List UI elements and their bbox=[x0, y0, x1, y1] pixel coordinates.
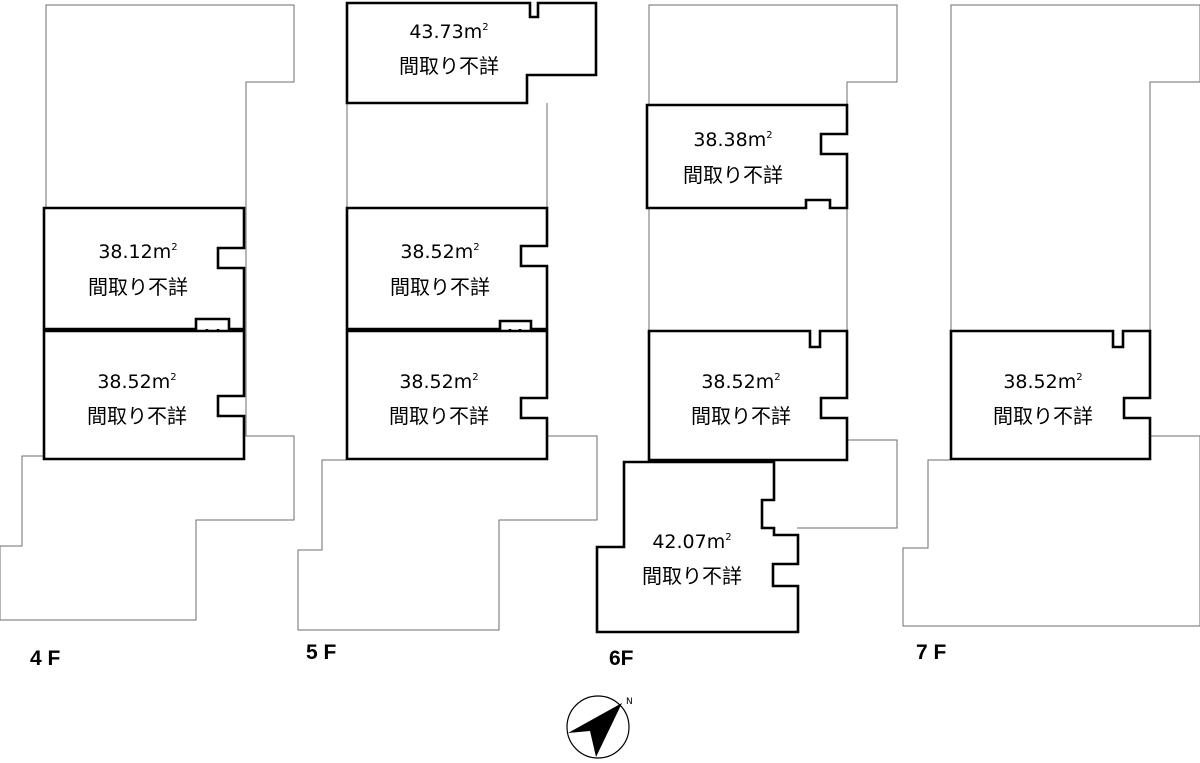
building-outline-4f bbox=[0, 4, 295, 621]
unit-area: 38.52m2 bbox=[97, 371, 176, 393]
unit-outline-5f-top bbox=[345, 1, 598, 105]
unit-layout: 間取り不詳 bbox=[390, 275, 490, 299]
unit-area: 38.52m2 bbox=[399, 371, 478, 393]
unit-6f-top: 38.38m2 間取り不詳 bbox=[683, 129, 783, 187]
floor-label-6f: 6F bbox=[609, 647, 634, 670]
unit-layout: 間取り不詳 bbox=[399, 54, 499, 78]
unit-layout: 間取り不詳 bbox=[993, 404, 1093, 428]
unit-outline-5f-lower bbox=[345, 329, 549, 461]
unit-layout: 間取り不詳 bbox=[691, 404, 791, 428]
compass-north-arrow-icon: N bbox=[566, 695, 633, 759]
unit-layout: 間取り不詳 bbox=[389, 404, 489, 428]
unit-area: 43.73m2 bbox=[409, 21, 488, 43]
unit-outline-4f-lower bbox=[42, 329, 246, 461]
building-outline-7f bbox=[902, 4, 1200, 627]
unit-layout: 間取り不詳 bbox=[642, 564, 742, 588]
unit-4f-upper: 38.12m2 間取り不詳 bbox=[88, 241, 188, 299]
unit-outline-6f-middle bbox=[647, 329, 849, 462]
building-outline-5f bbox=[297, 103, 598, 631]
unit-area: 38.52m2 bbox=[1003, 371, 1082, 393]
floor-label-5f: 5 F bbox=[306, 641, 337, 664]
unit-area: 38.52m2 bbox=[701, 371, 780, 393]
unit-6f-middle: 38.52m2 間取り不詳 bbox=[691, 371, 791, 428]
unit-outline-7f bbox=[949, 329, 1152, 461]
unit-outline-6f-top bbox=[645, 103, 849, 210]
compass-north-label: N bbox=[626, 697, 633, 707]
unit-layout: 間取り不詳 bbox=[88, 275, 188, 299]
building-outline-6f bbox=[648, 4, 898, 529]
unit-7f: 38.52m2 間取り不詳 bbox=[993, 371, 1093, 428]
unit-layout: 間取り不詳 bbox=[683, 163, 783, 187]
unit-5f-top: 43.73m2 間取り不詳 bbox=[399, 21, 499, 78]
floor-label-7f: 7 F bbox=[916, 641, 947, 664]
unit-outline-6f-bottom bbox=[595, 460, 800, 634]
floor-label-4f: 4 F bbox=[30, 647, 61, 670]
unit-5f-lower: 38.52m2 間取り不詳 bbox=[389, 371, 489, 428]
unit-area: 38.52m2 bbox=[400, 241, 479, 263]
unit-area: 42.07m2 bbox=[652, 531, 731, 553]
unit-area: 38.38m2 bbox=[693, 129, 772, 151]
unit-5f-middle: 38.52m2 間取り不詳 bbox=[390, 241, 490, 299]
unit-layout: 間取り不詳 bbox=[87, 404, 187, 428]
unit-6f-bottom: 42.07m2 間取り不詳 bbox=[642, 531, 742, 588]
unit-4f-lower: 38.52m2 間取り不詳 bbox=[87, 371, 187, 428]
unit-area: 38.12m2 bbox=[98, 241, 177, 263]
